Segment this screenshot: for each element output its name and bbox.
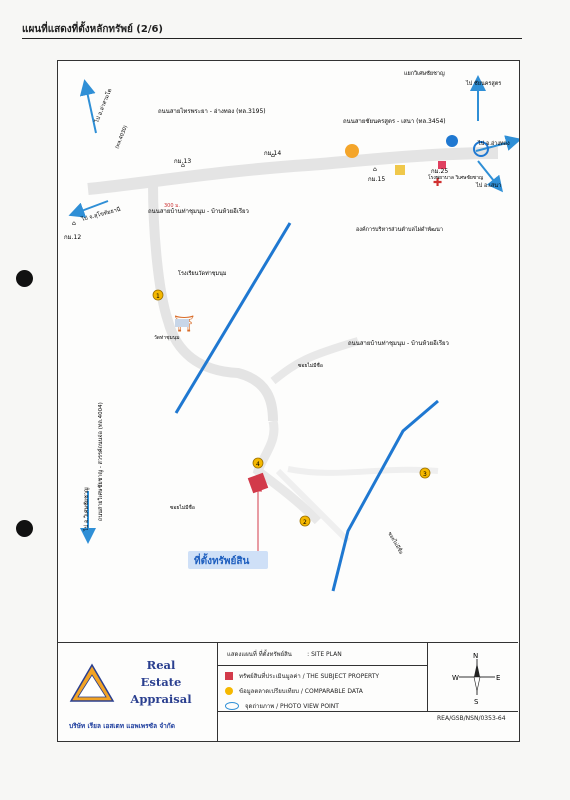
label-road-3195: ถนนสายไทรพระยา - อ่างทอง (ทล.3195) (158, 107, 266, 115)
road-local3 (275, 468, 351, 544)
label-to-lopburi: ไป อ.ล่าสามโต (92, 87, 113, 125)
intersection-icon (473, 141, 489, 157)
km-marker-icon: ⌂ (72, 220, 76, 227)
page-header: แผนที่แสดงที่ตั้งหลักทรัพย์ (2/6) (22, 20, 522, 39)
divider (217, 711, 518, 712)
punch-hole (16, 270, 33, 287)
label-to-chaiyasut: ไป ชัยนครสูตร (465, 80, 501, 87)
punch-hole (16, 520, 33, 537)
label-temple: วัดท่าชุมนุม (154, 335, 180, 341)
arrow-icon (477, 160, 503, 193)
map-label: W (452, 674, 459, 682)
school-icon (175, 319, 189, 327)
legend-item-comparable: ข้อมูลตลาดเปรียบเทียบ / COMPARABLE DATA (225, 686, 363, 696)
map-label: E (496, 674, 500, 682)
canal-1 (174, 222, 292, 414)
label-school: โรงเรียนวัดท่าชุมนุม (178, 269, 227, 277)
km-marker-icon: ⌂ (373, 166, 377, 173)
arrow-icon (79, 79, 97, 134)
road-local2 (287, 466, 439, 476)
km-marker-icon: ⌂ (181, 162, 185, 169)
label-alley-2: ซอยไม่มีชื่อ (170, 504, 195, 511)
label-to-sena: ไป อ.เสนา (475, 182, 501, 189)
divider (217, 665, 427, 666)
shop-icon (438, 161, 446, 169)
property-callout: ที่ตั้งทรัพย์สิน (188, 551, 268, 569)
map-label: S (474, 698, 479, 705)
map-label: 2 (303, 519, 307, 526)
legend-item-photo: จุดถ่ายภาพ / PHOTO VIEW POINT (225, 701, 339, 711)
legend-title: แสดงแผนที่ ที่ตั้งทรัพย์สิน : SITE PLAN (227, 649, 342, 659)
label-to-angthong: ไป จ.อ่างทอง (477, 140, 510, 147)
label-km15: กม.15 (368, 176, 385, 183)
brand-name: Real Estate Appraisal (121, 657, 201, 708)
company-name: บริษัท เรียล เอสเตท แอพเพรซัล จำกัด (69, 722, 175, 730)
label-hospital: โรงพยาบาล วิเศษชัยชาญ (428, 174, 483, 181)
arrow-icon (475, 135, 522, 152)
photo-viewpoint-icon (225, 702, 239, 710)
brand-line: Estate (140, 675, 182, 689)
km-marker-icon: ⌂ (271, 152, 275, 159)
label-to-sukhothai: ไป จ.สุโขทัยธานี (79, 205, 121, 223)
canal-2 (331, 399, 439, 592)
label-km13: กม.13 (174, 158, 191, 165)
legend-text: ข้อมูลตลาดเปรียบเทียบ / COMPARABLE DATA (239, 688, 363, 695)
legend-text: จุดถ่ายภาพ / PHOTO VIEW POINT (245, 703, 339, 710)
map-label: 3 (423, 471, 427, 478)
page-title: แผนที่แสดงที่ตั้งหลักทรัพย์ (2/6) (22, 24, 164, 35)
label-alley-3: ซอยไม่มีชื่อ (386, 531, 404, 556)
reference-number: REA/GSB/NSN/0353-64 (437, 715, 506, 722)
shop-icon (395, 165, 405, 175)
label-km12: กม.12 (64, 234, 81, 241)
company-logo-icon (69, 663, 115, 702)
shield-icon (446, 135, 458, 147)
map-frame: ✚ ⛩ ⌂ ⌂ ⌂ ⌂ ไป อ.ล่าสามโต (ทล.4030) ไป จ… (57, 60, 522, 742)
site-map: ✚ ⛩ ⌂ ⌂ ⌂ ⌂ ไป อ.ล่าสามโต (ทล.4030) ไป จ… (64, 70, 522, 592)
label-intersection: แยกวิเศษชัยชาญ (404, 70, 445, 77)
divider (217, 643, 218, 741)
label-km14: กม.14 (264, 150, 281, 157)
road-3195 (87, 147, 499, 195)
label-km25: กม.25 (431, 168, 448, 175)
road-chumnum (270, 337, 360, 385)
brand-line: Appraisal (130, 692, 192, 706)
label-300m: 300 ม. (164, 203, 180, 209)
label-road-4004: ถนนสายวิเศษชัยชาญ - สวรรค์ถนนจ่อ (ทล.400… (97, 402, 104, 521)
subject-property (247, 472, 269, 494)
logo-icon (345, 144, 359, 158)
map-label: 4 (256, 461, 260, 468)
label-sao: องค์การบริหารส่วนตำบลไผ่ดำพัฒนา (356, 226, 443, 233)
label-alley-1: ซอยไม่มีชื่อ (298, 362, 323, 369)
road-local (252, 419, 322, 525)
label-road-chumnum: ถนนสายบ้านท่าชุมนุม - บ้านห้วยอีเรียว (148, 207, 249, 215)
divider (427, 643, 428, 711)
label-road-3454: ถนนสายชัยนครสูตร - เสนา (ทล.3454) (343, 118, 446, 125)
legend-panel: Real Estate Appraisal บริษัท เรียล เอสเต… (57, 642, 518, 741)
arrow-icon (68, 200, 109, 218)
legend-text: ทรัพย์สินที่ประเมินมูลค่า / THE SUBJECT … (239, 673, 380, 680)
label-road-chumnum2: ถนนสายบ้านท่าชุมนุม - บ้านห้วยอีเรียว (348, 339, 449, 347)
legend-title-suffix: : SITE PLAN (307, 651, 342, 658)
comparable-circle-icon (225, 687, 233, 695)
comparable-1: 1 (152, 289, 164, 301)
label-to-wiset: ไป อ.วิเศษชัยชาญ (83, 487, 90, 532)
comparable-4: 4 (252, 457, 264, 469)
brand-line: Real (146, 658, 176, 672)
compass-icon: N S W E (452, 652, 500, 705)
subject-square-icon (225, 672, 233, 680)
map-label: N (473, 652, 478, 660)
road-4004 (148, 182, 278, 422)
map-label: 1 (156, 293, 160, 300)
hospital-icon: ✚ (433, 176, 442, 189)
map-label: ที่ตั้งทรัพย์สิน (194, 553, 249, 567)
legend-item-subject: ทรัพย์สินที่ประเมินมูลค่า / THE SUBJECT … (225, 671, 379, 681)
label-hwy-4030: (ทล.4030) (114, 125, 129, 150)
comparable-3: 3 (419, 467, 431, 479)
comparable-2: 2 (299, 515, 311, 527)
legend-title-prefix: แสดงแผนที่ ที่ตั้งทรัพย์สิน (227, 651, 292, 658)
